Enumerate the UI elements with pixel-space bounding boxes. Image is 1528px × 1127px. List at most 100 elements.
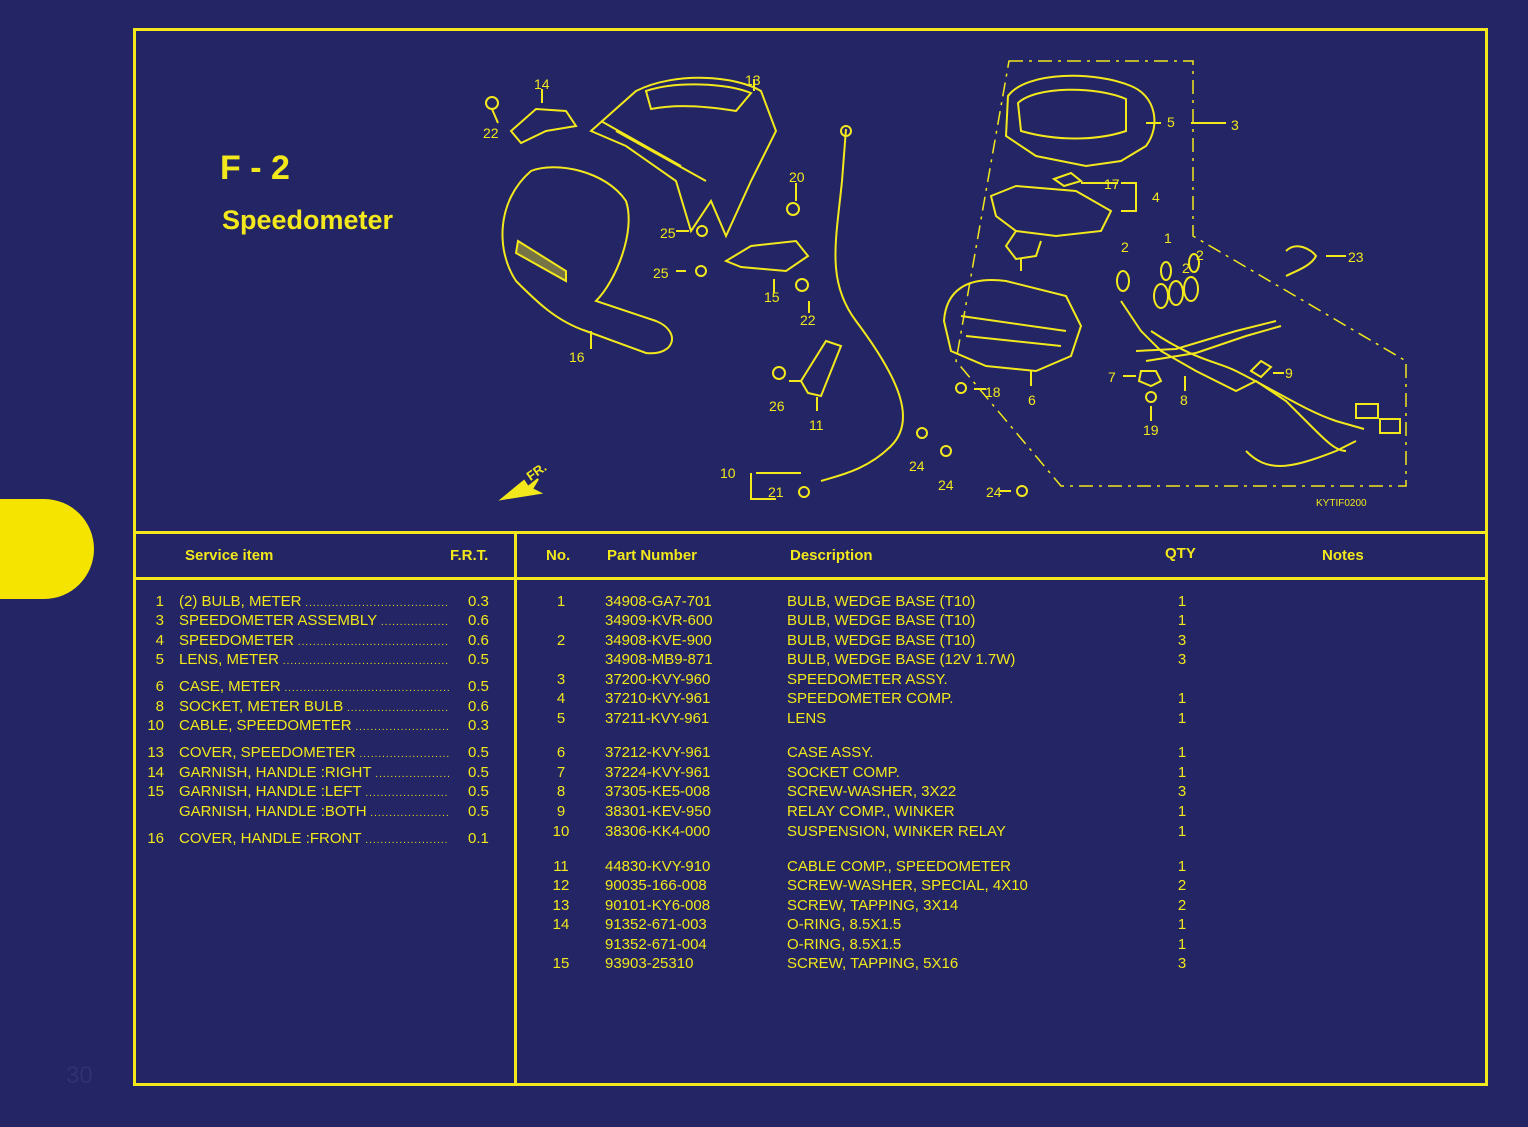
callout-25a: 25: [660, 225, 676, 241]
part-row-number: 9: [556, 803, 566, 820]
service-row-number: 3: [155, 612, 164, 629]
exploded-parts-diagram: [485, 60, 1407, 501]
callout-7: 7: [1108, 369, 1116, 385]
diagram-code: KYTIF0200: [1316, 498, 1367, 509]
part-row-qty: 1: [1177, 593, 1187, 610]
callout-16: 16: [569, 349, 585, 365]
service-row-number: 8: [155, 698, 164, 715]
callout-22: 22: [483, 125, 499, 141]
service-row-number: 5: [155, 651, 164, 668]
part-row-number: 14: [552, 916, 570, 933]
part-row-qty: 1: [1177, 858, 1187, 875]
callout-18: 18: [985, 384, 1001, 400]
notes-header: Notes: [1322, 547, 1364, 564]
part-row-number: 5: [556, 710, 566, 727]
service-row-frt: 0.3: [468, 717, 489, 734]
service-row-frt: 0.6: [468, 632, 489, 649]
part-row-part-number: 90035-166-008: [605, 877, 707, 894]
part-row-number: 6: [556, 744, 566, 761]
callout-1: 1: [1164, 230, 1172, 246]
frt-header: F.R.T.: [450, 547, 489, 564]
parts-table-header: No. Part Number Description QTY Notes: [517, 534, 1485, 580]
service-row-number: 13: [147, 744, 164, 761]
callout-9: 9: [1285, 365, 1293, 381]
part-row-number: 15: [552, 955, 570, 972]
part-row-number: 12: [552, 877, 570, 894]
service-row-name: CASE, METER: [179, 678, 449, 695]
service-row: 4SPEEDOMETER0.6: [136, 632, 514, 652]
callout-14: 14: [534, 76, 550, 92]
part-row-description: CABLE COMP., SPEEDOMETER: [787, 858, 1011, 875]
service-row-frt: 0.5: [468, 678, 489, 695]
qty-header: QTY: [1165, 545, 1196, 562]
callout-24c: 24: [986, 484, 1002, 500]
part-row-description: SOCKET COMP.: [787, 764, 900, 781]
part-row-number: 10: [552, 823, 570, 840]
service-row-frt: 0.5: [468, 764, 489, 781]
part-row-description: O-RING, 8.5X1.5: [787, 916, 902, 933]
callout-8: 8: [1180, 392, 1188, 408]
part-row-number: 3: [556, 671, 566, 688]
part-row-qty: 3: [1177, 783, 1187, 800]
part-row-part-number: 37224-KVY-961: [605, 764, 711, 781]
part-row-qty: 1: [1177, 803, 1187, 820]
part-row-description: BULB, WEDGE BASE (T10): [787, 632, 976, 649]
service-row-frt: 0.5: [468, 783, 489, 800]
part-row-qty: 1: [1177, 916, 1187, 933]
callout-23: 23: [1348, 249, 1364, 265]
part-row-part-number: 37305-KE5-008: [605, 783, 711, 800]
callout-20: 20: [789, 169, 805, 185]
part-row-qty: 1: [1177, 744, 1187, 761]
callout-2c: 2: [1196, 247, 1204, 263]
part-row-qty: 1: [1177, 764, 1187, 781]
part-row-number: 8: [556, 783, 566, 800]
part-row-description: SUSPENSION, WINKER RELAY: [787, 823, 1006, 840]
part-row-qty: 3: [1177, 632, 1187, 649]
service-row-number: 16: [147, 830, 164, 847]
service-row-frt: 0.6: [468, 612, 489, 629]
callout-10: 10: [720, 465, 736, 481]
part-row-description: SCREW, TAPPING, 5X16: [787, 955, 959, 972]
part-row-description: SCREW-WASHER, 3X22: [787, 783, 957, 800]
service-row-frt: 0.5: [468, 744, 489, 761]
service-row-name: (2) BULB, METER: [179, 593, 449, 610]
parts-catalog-frame: F - 2 Speedometer: [133, 28, 1488, 1086]
part-row-description: SCREW-WASHER, SPECIAL, 4X10: [787, 877, 1028, 894]
part-row-description: BULB, WEDGE BASE (T10): [787, 593, 976, 610]
service-row: GARNISH, HANDLE :BOTH0.5: [136, 803, 514, 823]
callout-22b: 22: [800, 312, 816, 328]
service-row-frt: 0.5: [468, 803, 489, 820]
callout-4: 4: [1152, 189, 1160, 205]
part-row-qty: 2: [1177, 897, 1187, 914]
service-row-number: 1: [155, 593, 164, 610]
page-number: 30: [66, 1062, 93, 1089]
callout-26: 26: [769, 398, 785, 414]
part-row-description: SPEEDOMETER ASSY.: [787, 671, 948, 688]
part-row-part-number: 38301-KEV-950: [605, 803, 711, 820]
part-row-description: LENS: [787, 710, 827, 727]
part-row-part-number: 93903-25310: [605, 955, 694, 972]
service-row-name: GARNISH, HANDLE :RIGHT: [179, 764, 449, 781]
part-row-qty: 1: [1177, 710, 1187, 727]
service-row-frt: 0.6: [468, 698, 489, 715]
part-row-qty: 1: [1177, 690, 1187, 707]
callout-15: 15: [764, 289, 780, 305]
part-row-part-number: 91352-671-004: [605, 936, 707, 953]
service-row-name: GARNISH, HANDLE :LEFT: [179, 783, 449, 800]
part-row-number: 11: [553, 858, 569, 875]
service-item-header: Service item: [185, 547, 274, 564]
